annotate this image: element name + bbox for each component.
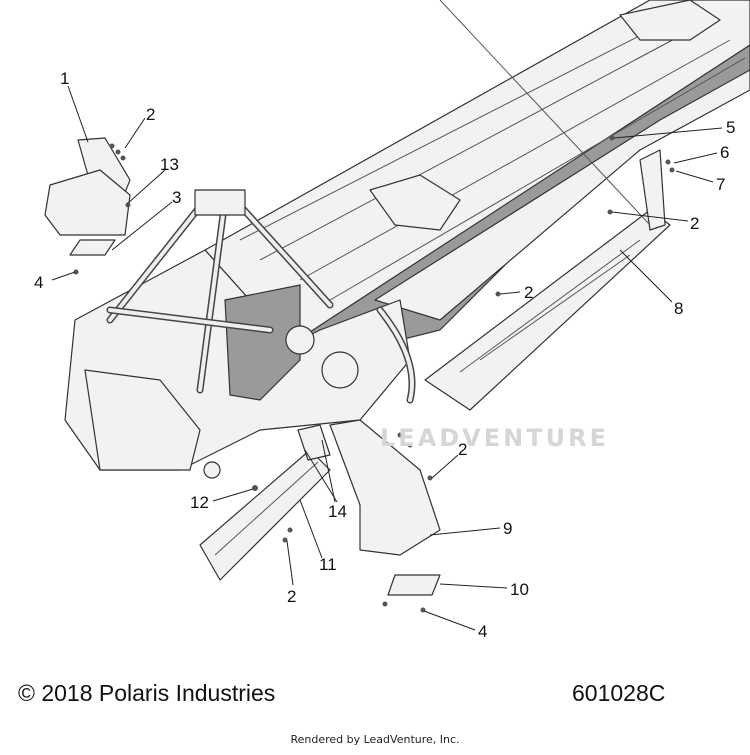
bolt (282, 537, 288, 543)
bolt (495, 291, 501, 297)
fasteners (73, 135, 675, 613)
callouts: 1 2 13 3 4 5 6 7 2 2 8 2 12 14 11 2 9 10… (34, 69, 735, 641)
callout-2: 2 (458, 440, 467, 459)
tunnel-rear-bracket (619, 0, 721, 41)
bolt (669, 167, 675, 173)
callout-3: 3 (172, 188, 181, 207)
bolt (382, 601, 388, 607)
rendered-by-text: Rendered by LeadVenture, Inc. (290, 733, 460, 746)
spindle-mount (203, 461, 221, 479)
bolt (607, 209, 613, 215)
chaincase-cover (285, 325, 315, 355)
callout-12: 12 (190, 493, 209, 512)
callout-2: 2 (287, 587, 296, 606)
front-frame (64, 189, 416, 479)
bolt (115, 149, 121, 155)
copyright-text: © 2018 Polaris Industries (18, 680, 276, 706)
part-1-footrest-plate (44, 137, 131, 256)
tunnel-rib-1 (239, 9, 691, 241)
callout-2: 2 (524, 283, 533, 302)
leader-lines (51, 85, 723, 631)
steering-head (194, 189, 246, 216)
diagram-code: 601028C (572, 680, 666, 706)
bolt (609, 135, 615, 141)
front-suspension-mount (84, 369, 201, 471)
part-10-plate (387, 574, 441, 596)
bolt (125, 202, 131, 208)
part-13-footrest-bracket (44, 169, 131, 236)
tunnel-rail (374, 69, 750, 321)
bolt (109, 143, 115, 149)
part-3-plate (69, 239, 116, 256)
callout-2: 2 (146, 105, 155, 124)
tunnel-rib-3 (299, 39, 731, 281)
callout-4: 4 (34, 273, 43, 292)
callout-5: 5 (726, 118, 735, 137)
part-8-rear-post (639, 149, 666, 231)
callout-8: 8 (674, 299, 683, 318)
callout-10: 10 (510, 580, 529, 599)
part-8-running-board (424, 0, 671, 411)
tunnel-rib-2 (259, 19, 711, 261)
bolt (287, 527, 293, 533)
bolt (73, 269, 79, 275)
callout-6: 6 (720, 143, 729, 162)
bolt (665, 159, 671, 165)
callout-9: 9 (503, 519, 512, 538)
part-9-footrest (329, 419, 441, 596)
callout-11: 11 (319, 555, 337, 574)
watermark: LEADVENTURE (380, 424, 609, 452)
bolt (397, 432, 403, 438)
bolt (120, 155, 126, 161)
bolt (407, 442, 413, 448)
bolt (252, 485, 258, 491)
callout-7: 7 (716, 175, 725, 194)
callout-13: 13 (160, 155, 179, 174)
engine-block (224, 284, 301, 401)
bolt (427, 475, 433, 481)
callout-4: 4 (478, 622, 487, 641)
callout-2: 2 (690, 214, 699, 233)
clutch-housing (321, 351, 359, 389)
tunnel-rib-4 (329, 57, 746, 301)
tunnel-assembly (204, 0, 750, 346)
callout-14: 14 (328, 502, 347, 521)
callout-1: 1 (60, 69, 69, 88)
tunnel-bracket (369, 174, 461, 231)
